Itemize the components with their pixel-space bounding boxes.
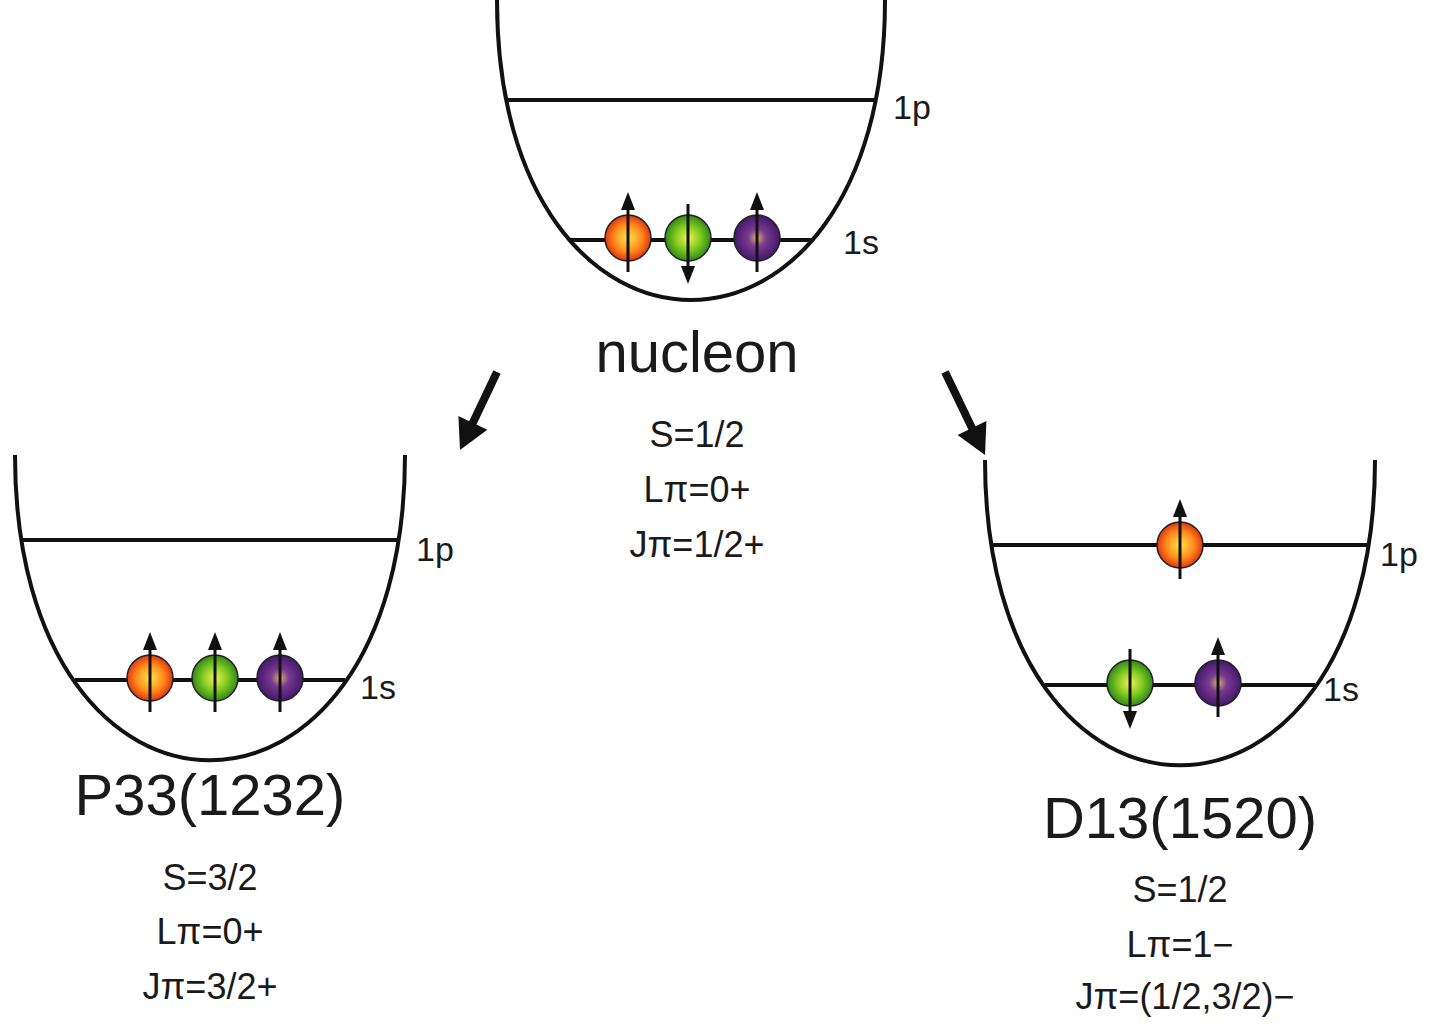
state-name: nucleon [595, 320, 798, 384]
quarks [127, 192, 1241, 729]
quantum-number: Jπ=3/2+ [143, 967, 278, 1007]
quantum-number: Lπ=1− [1127, 925, 1234, 965]
quantum-number: S=1/2 [1132, 870, 1227, 910]
state-name: D13(1520) [1043, 786, 1317, 850]
level-label: 1p [893, 89, 931, 126]
quantum-number: Lπ=0+ [644, 470, 751, 510]
well-outlines [15, 0, 1375, 765]
level-label: 1s [843, 224, 879, 261]
state-name: P33(1232) [75, 763, 346, 827]
level-label: 1p [1380, 536, 1418, 573]
quantum-number: Jπ=(1/2,3/2)− [1076, 977, 1295, 1017]
transition-arrow [945, 372, 986, 455]
quantum-number: Lπ=0+ [157, 912, 264, 952]
well-state: 1p 1s nucleonS=1/2Lπ=0+ Jπ=1/2+ [497, 0, 945, 568]
quantum-number: S=1/2 [649, 415, 744, 455]
transition-arrow [458, 372, 497, 450]
level-label: 1s [1323, 671, 1359, 708]
well-state: 1p 1sP33(1232) S=3/2Lπ=0+ Jπ=3/2+ [10, 450, 480, 1025]
well-state: 1p 1sD13(1520) S=1/2Lπ=1− Jπ=(1/2,3/2)− [975, 455, 1430, 1025]
quantum-number: S=3/2 [162, 858, 257, 898]
quantum-number: Jπ=1/2+ [630, 525, 765, 565]
level-label: 1p [416, 531, 454, 568]
level-label: 1s [360, 669, 396, 706]
